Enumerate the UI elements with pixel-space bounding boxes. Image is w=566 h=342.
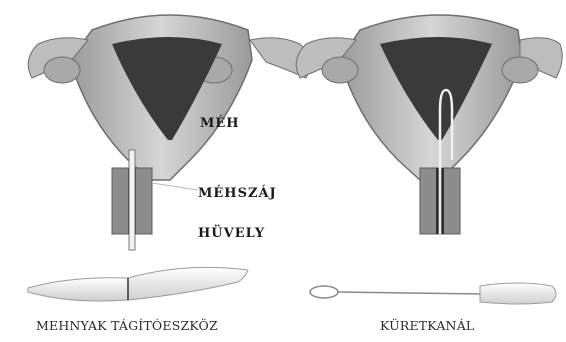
label-vagina: HÜVELY — [198, 226, 265, 241]
right-ovary-left — [322, 57, 358, 83]
label-cervix: MÉHSZÁJ — [198, 186, 277, 201]
left-ovary-left — [44, 57, 80, 83]
dilator-tip — [128, 267, 248, 300]
cervix-leader-line — [152, 183, 198, 190]
dilator-body — [28, 278, 128, 301]
caption-left: MEHNYAK TÁGÍTÓESZKÖZ — [36, 318, 218, 333]
right-ovary-right — [502, 57, 538, 83]
left-uterus-figure — [28, 15, 310, 250]
curette-instrument — [310, 283, 556, 304]
left-dilator-shaft — [129, 150, 135, 250]
curette-shaft — [338, 292, 484, 294]
caption-right: KÜRETKANÁL — [380, 318, 474, 333]
label-uterus: MÉH — [200, 116, 240, 131]
curette-handle — [480, 283, 556, 304]
right-uterus-figure — [296, 15, 562, 234]
curette-loop — [310, 286, 338, 298]
cervical-dilator-instrument — [28, 267, 248, 301]
